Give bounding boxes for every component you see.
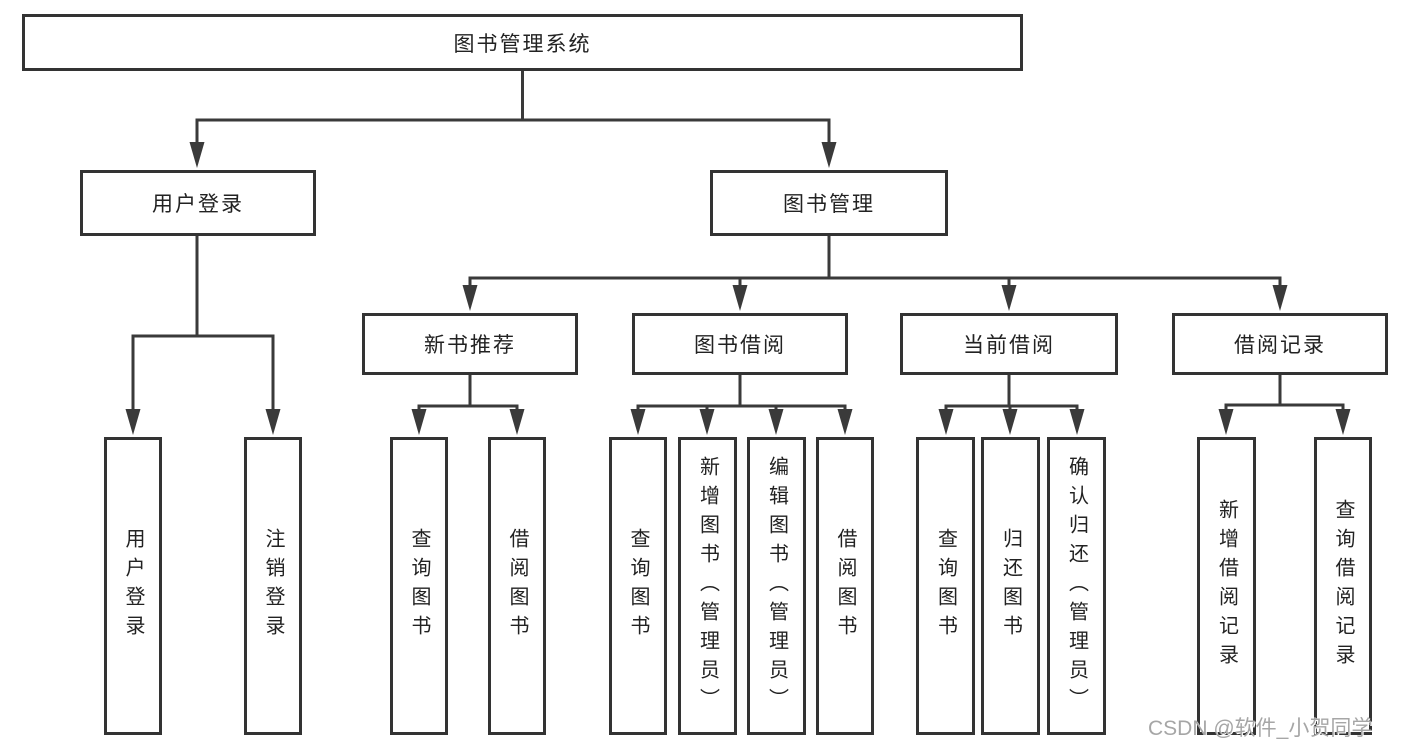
connector-userlogin-to-leaves [131, 234, 275, 413]
node-label: 借阅图书 [834, 528, 856, 644]
arrowhead [1218, 409, 1234, 435]
node-label: 查询图书 [627, 528, 649, 644]
arrowhead [699, 409, 715, 435]
node-new-book-recommendation: 新书推荐 [362, 313, 578, 375]
node-leaf-query-borrow-record: 查询借阅记录 [1314, 437, 1372, 735]
node-leaf-user-login: 用户登录 [104, 437, 162, 735]
arrowhead [630, 409, 646, 435]
node-book-borrowing: 图书借阅 [632, 313, 848, 375]
connector-newbook-to-leaves [417, 373, 519, 413]
arrowhead [462, 285, 478, 311]
arrowhead [732, 285, 748, 311]
connector-borrowing-to-leaves [636, 373, 847, 413]
node-user-login: 用户登录 [80, 170, 316, 236]
watermark: CSDN @软件_小贺同学 [1148, 717, 1373, 740]
node-label: 注销登录 [262, 528, 284, 644]
node-label: 归还图书 [999, 528, 1022, 644]
node-label: 图书管理 [783, 193, 875, 216]
arrowhead [411, 409, 427, 435]
arrowhead [189, 142, 205, 168]
node-label: 查询借阅记录 [1332, 499, 1354, 673]
node-label: 新增借阅记录 [1215, 499, 1238, 673]
node-leaf-return-books: 归还图书 [981, 437, 1040, 735]
arrowhead [1335, 409, 1351, 435]
node-label: 新增图书（管理员） [696, 455, 719, 717]
arrowhead [837, 409, 853, 435]
connector-bookmgmt-to-level3 [468, 234, 1282, 289]
node-label: 图书管理系统 [453, 32, 592, 56]
node-book-management: 图书管理 [710, 170, 948, 236]
node-leaf-borrow-books-borrowing: 借阅图书 [816, 437, 874, 735]
node-borrowing-records: 借阅记录 [1172, 313, 1388, 375]
node-leaf-add-books-admin: 新增图书（管理员） [678, 437, 737, 735]
node-leaf-query-books-recommend: 查询图书 [390, 437, 448, 735]
node-label: 借阅记录 [1234, 334, 1326, 357]
node-label: 编辑图书（管理员） [765, 455, 788, 717]
node-leaf-edit-books-admin: 编辑图书（管理员） [747, 437, 806, 735]
node-leaf-confirm-return-admin: 确认归还（管理员） [1047, 437, 1106, 735]
node-label: 当前借阅 [963, 334, 1055, 357]
node-leaf-borrow-books-recommend: 借阅图书 [488, 437, 546, 735]
node-label: 查询图书 [934, 528, 957, 644]
connector-current-to-leaves [944, 373, 1079, 413]
node-current-borrowing: 当前借阅 [900, 313, 1118, 375]
arrowhead [125, 409, 141, 435]
node-leaf-logout: 注销登录 [244, 437, 302, 735]
arrowhead [1001, 285, 1017, 311]
node-library-management-system: 图书管理系统 [22, 14, 1023, 71]
node-label: 确认归还（管理员） [1065, 455, 1088, 717]
node-leaf-add-borrow-record: 新增借阅记录 [1197, 437, 1256, 735]
node-label: 用户登录 [152, 193, 244, 216]
connector-root-to-level2 [195, 68, 831, 146]
connector-records-to-leaves [1224, 373, 1345, 413]
arrowhead [1069, 409, 1085, 435]
node-label: 新书推荐 [424, 334, 516, 357]
arrowhead [509, 409, 525, 435]
arrowhead [1272, 285, 1288, 311]
arrowhead [938, 409, 954, 435]
node-label: 用户登录 [122, 528, 144, 644]
node-leaf-query-books-current: 查询图书 [916, 437, 975, 735]
arrowhead [821, 142, 837, 168]
node-leaf-query-books-borrowing: 查询图书 [609, 437, 667, 735]
node-label: 借阅图书 [506, 528, 528, 644]
node-label: 查询图书 [408, 528, 430, 644]
node-label: 图书借阅 [694, 334, 786, 357]
arrowhead [265, 409, 281, 435]
arrowhead [768, 409, 784, 435]
arrowhead [1002, 409, 1018, 435]
